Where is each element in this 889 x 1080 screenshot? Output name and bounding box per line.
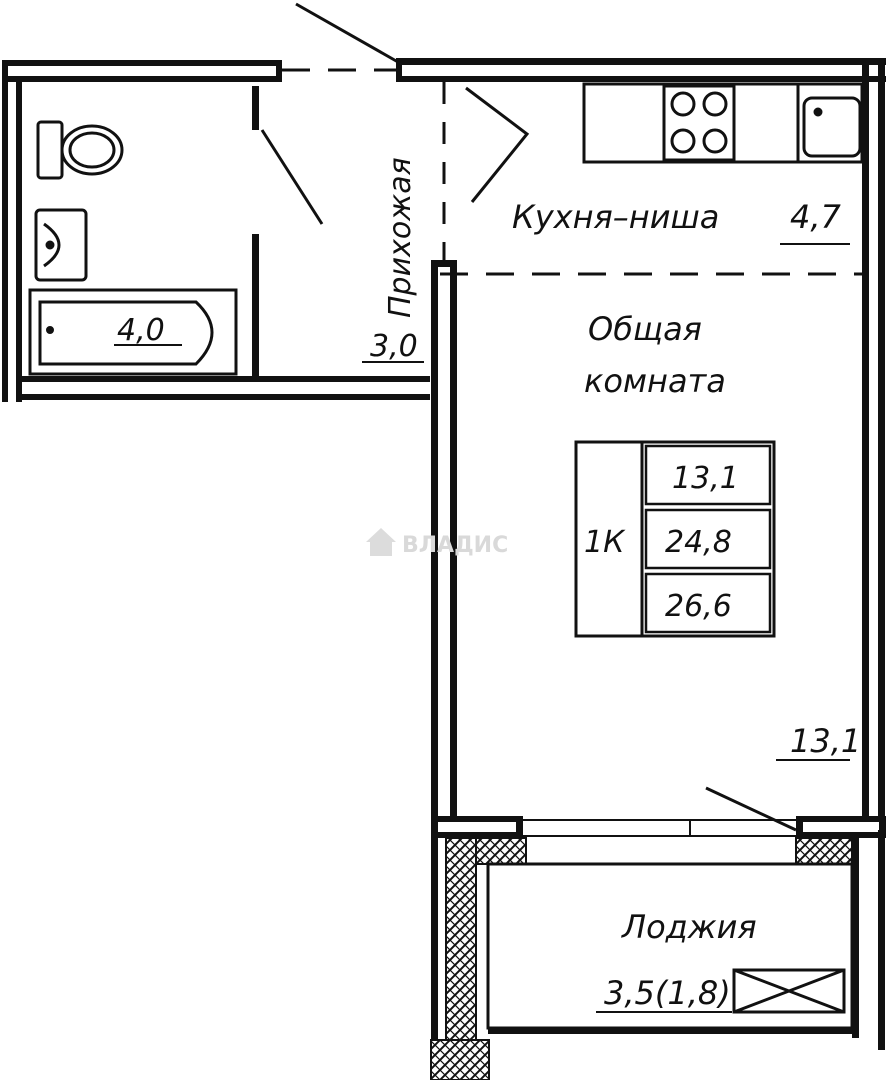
wall-top-right	[396, 58, 886, 65]
hallway-area: 3,0	[370, 329, 418, 364]
bathroom-door-leaf	[260, 129, 324, 225]
kitchen-name: Кухня–ниша	[512, 198, 719, 236]
dashed-lines	[282, 68, 862, 276]
loggia-equipment-box	[732, 968, 846, 1014]
balcony-door-leaf	[705, 786, 797, 832]
wall-bath-hall-upper	[252, 86, 259, 130]
home-icon	[366, 528, 396, 556]
area-summary-table: 1К 13,1 24,8 26,6	[574, 440, 776, 638]
loggia-name: Лоджия	[621, 908, 757, 946]
stove-icon	[662, 84, 736, 162]
watermark-text: ВЛАДИС	[402, 533, 508, 558]
sink-icon	[34, 208, 88, 282]
wall-right	[862, 60, 869, 820]
apartment-type: 1К	[584, 525, 626, 560]
total-area-value: 24,8	[665, 525, 732, 560]
bathtub-icon	[28, 288, 238, 376]
living-area: 13,1	[790, 722, 861, 760]
loggia-hatch-top-right	[795, 837, 853, 865]
kitchen-swing-door	[465, 86, 530, 203]
wall-top-right-inner	[396, 76, 886, 82]
wall-top-left	[2, 60, 282, 66]
window	[523, 819, 796, 837]
toilet-icon	[36, 120, 124, 180]
walls	[2, 58, 886, 1050]
wall-hall-living	[431, 260, 438, 1030]
wall-left	[2, 60, 8, 402]
hallway-name: Прихожая	[383, 157, 418, 318]
wall-top-left-inner	[2, 76, 282, 82]
living-area-value: 13,1	[672, 461, 739, 496]
loggia-hatch-left	[445, 837, 477, 1049]
kitchen-sink-icon	[802, 96, 862, 158]
watermark: ВЛАДИС	[366, 528, 508, 558]
entrance-door-leaf	[295, 2, 399, 64]
wall-bath-hall-lower	[252, 234, 259, 376]
wall-bottom-bath	[16, 376, 430, 382]
living-name-line2: комната	[584, 362, 726, 400]
total-with-loggia-value: 26,6	[665, 589, 732, 624]
doors	[260, 2, 797, 832]
loggia-hatch-top-left	[475, 837, 527, 865]
wall-loggia-left	[431, 838, 438, 1048]
bathroom-area: 4,0	[117, 313, 165, 348]
living-name-line1: Общая	[588, 310, 702, 348]
loggia-area: 3,5(1,8)	[604, 974, 731, 1012]
loggia-hatch-bottom	[430, 1039, 490, 1080]
kitchen-area: 4,7	[790, 198, 842, 236]
